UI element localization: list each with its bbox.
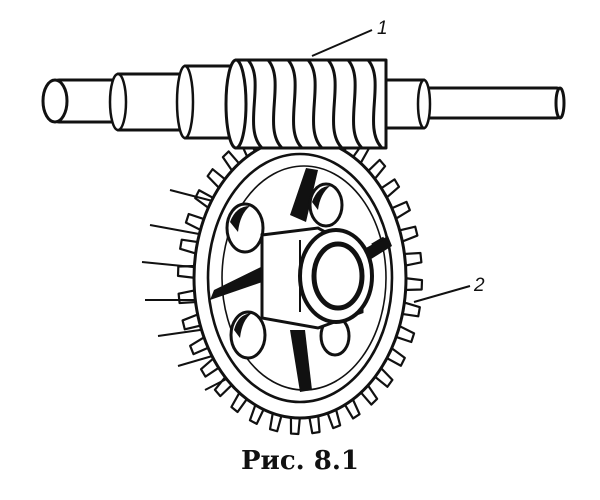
- wheel-hub: [260, 226, 385, 330]
- hole-shading: [230, 186, 330, 338]
- shaft-right-end: [418, 86, 562, 120]
- worm-shaft: [41, 58, 566, 150]
- callout-1-label: 1: [377, 18, 388, 39]
- worm-thread: [366, 58, 384, 150]
- callout-2: 2: [413, 275, 485, 303]
- callout-1-leader: [311, 29, 373, 57]
- callout-2-label: 2: [473, 275, 485, 296]
- worm-thread: [326, 58, 344, 150]
- figure-caption: Рис. 8.1: [240, 446, 359, 476]
- worm-thread: [306, 58, 324, 150]
- worm-thread: [266, 58, 284, 150]
- worm-thread: [346, 58, 364, 150]
- worm-body: [234, 58, 388, 150]
- callout-2-leader: [413, 285, 471, 303]
- hub-bore: [311, 241, 365, 311]
- worm-threads: [246, 58, 384, 150]
- worm-wheel: [141, 120, 424, 436]
- worm-thread: [246, 58, 264, 150]
- worm-thread: [286, 58, 304, 150]
- callout-1: 1: [311, 18, 388, 57]
